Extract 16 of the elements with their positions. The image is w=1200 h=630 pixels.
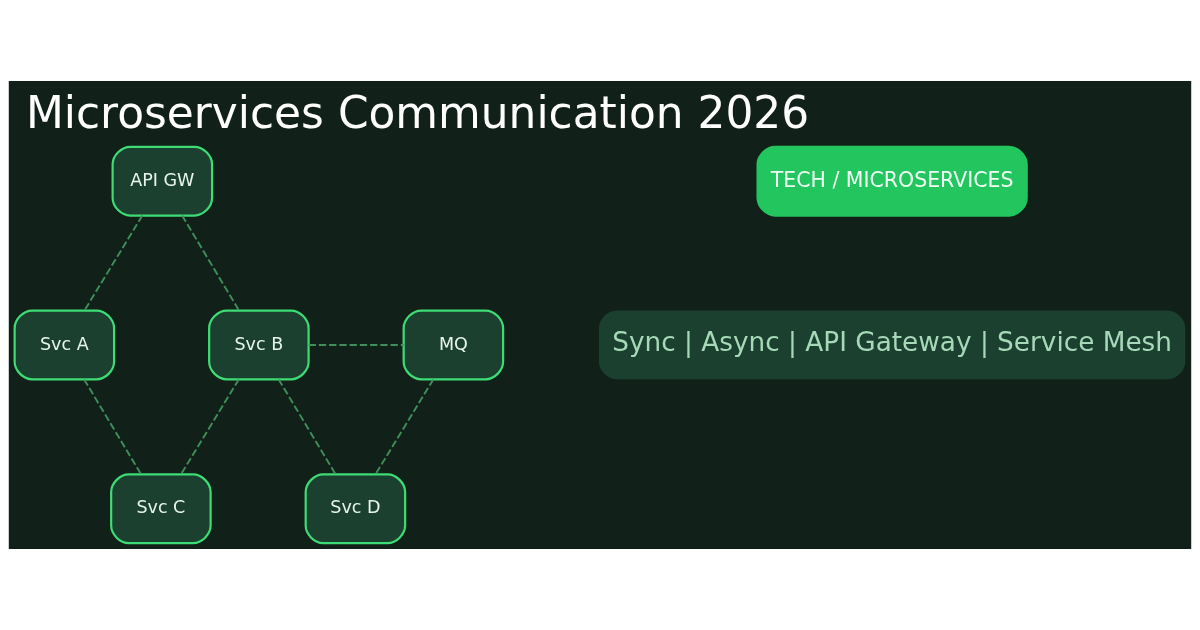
node-box: API GW	[111, 145, 214, 217]
node-box: Svc C	[110, 473, 212, 545]
node-box: Svc A	[13, 309, 116, 381]
diagram-title: Microservices Communication 2026	[25, 86, 810, 138]
connector	[277, 378, 337, 475]
connector	[83, 214, 144, 311]
connector	[83, 378, 142, 475]
node-box: Svc D	[304, 473, 407, 545]
connector	[307, 344, 405, 346]
label: Sync | Async | API Gateway | Service Mesh	[612, 327, 1172, 358]
node-box: MQ	[402, 309, 505, 381]
connector	[181, 214, 240, 311]
connector	[374, 378, 435, 475]
label: TECH / MICROSERVICES	[770, 167, 1014, 192]
node-box: Svc B	[208, 309, 310, 381]
connector	[180, 378, 240, 475]
